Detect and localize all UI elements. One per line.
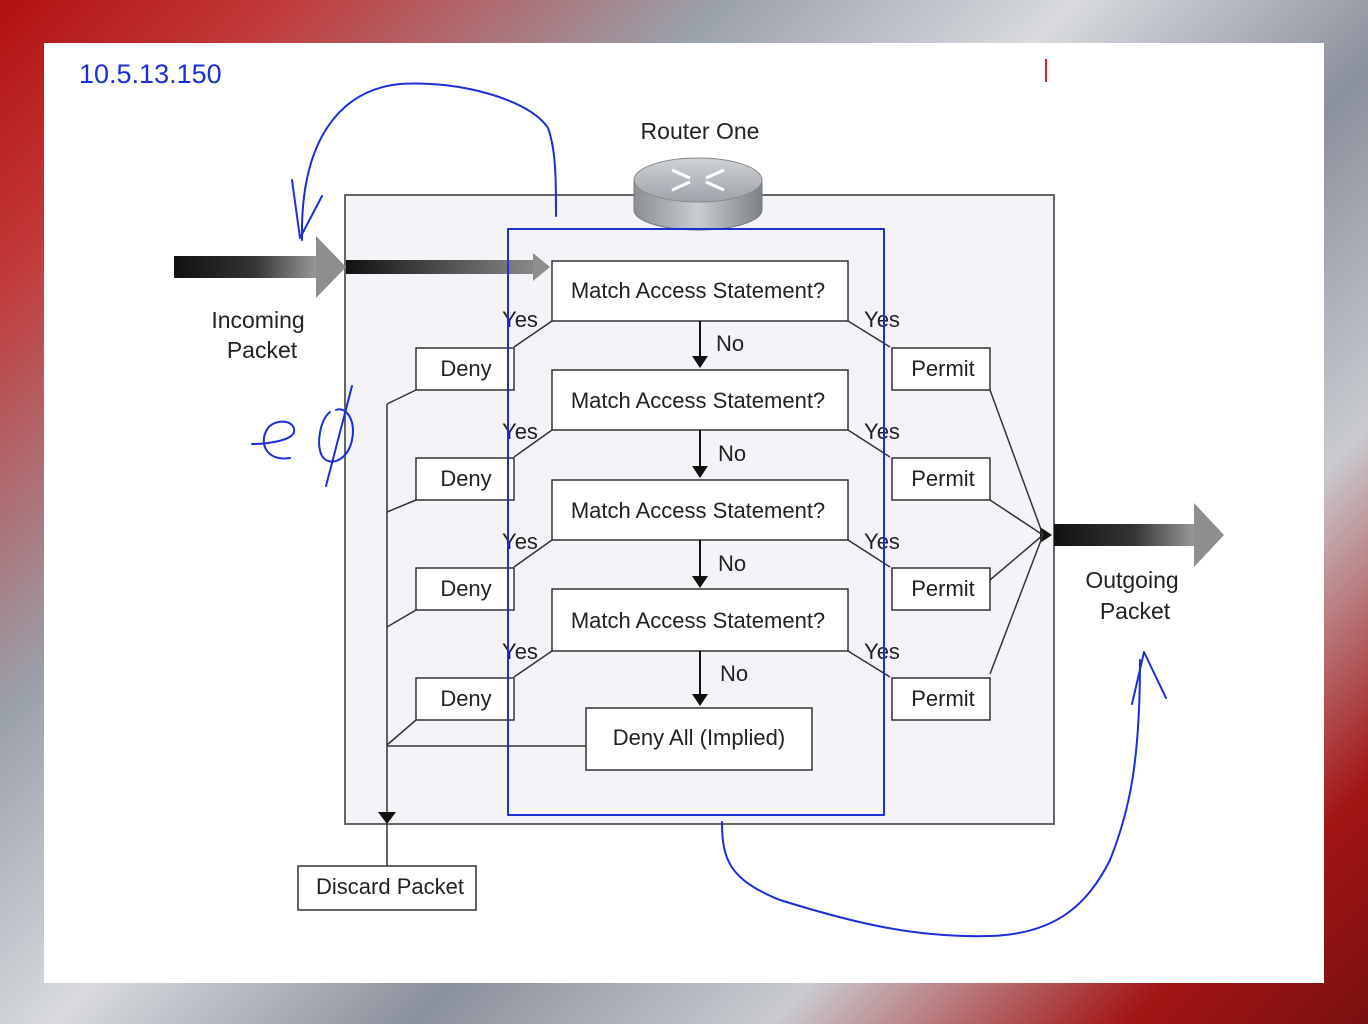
deny-label: Deny: [440, 576, 491, 601]
yes-right-label: Yes: [864, 639, 900, 664]
discard-arrowhead: [378, 812, 396, 824]
yes-right-label: Yes: [864, 419, 900, 444]
deny-box: [415, 457, 515, 501]
router-icon: [633, 157, 763, 231]
no-label: No: [720, 661, 748, 686]
deny-all-label: Deny All (Implied): [613, 725, 785, 750]
permit-box: [891, 567, 991, 611]
deny-box: [415, 347, 515, 391]
permit-box: [891, 677, 991, 721]
statement-block-2: Match Access Statement? Yes Yes No Deny …: [415, 369, 991, 501]
ink-arrowhead-top: [291, 179, 323, 239]
incoming-label-line2: Packet: [227, 337, 298, 363]
discard-packet-box: [297, 865, 477, 911]
ip-address-label: 10.5.13.150: [79, 59, 222, 89]
ink-curve-arrow-top: [300, 82, 557, 241]
statement-block-1: Match Access Statement? Yes Yes No Deny …: [415, 260, 991, 391]
router-label: Router One: [641, 118, 760, 144]
deny-label: Deny: [440, 686, 491, 711]
yes-right-label: Yes: [864, 307, 900, 332]
ink-scribble-e0: [251, 420, 296, 460]
outgoing-arrow: [1040, 503, 1224, 567]
ink-highlight-box: [507, 228, 885, 816]
deny-box: [415, 677, 515, 721]
ink-curve-arrow-bottom: [721, 659, 1141, 938]
deny-all-box: [585, 707, 813, 771]
match-statement-text: Match Access Statement?: [571, 498, 825, 523]
discard-packet-label: Discard Packet: [316, 874, 464, 899]
match-statement-box: [551, 369, 849, 431]
outgoing-label-line1: Outgoing: [1085, 567, 1178, 593]
incoming-arrow: [174, 236, 550, 298]
match-statement-text: Match Access Statement?: [571, 388, 825, 413]
deny-label: Deny: [440, 356, 491, 381]
deny-collector-lines: [386, 389, 586, 866]
no-label: No: [716, 331, 744, 356]
no-label: No: [718, 441, 746, 466]
ink-scribble-zero: [318, 385, 354, 487]
incoming-label-line1: Incoming: [211, 307, 304, 333]
ink-arrowhead-bottom: [1131, 651, 1167, 705]
permit-label: Permit: [911, 356, 975, 381]
no-label: No: [718, 551, 746, 576]
permit-collector-lines: [989, 389, 1044, 675]
permit-box: [891, 347, 991, 391]
match-statement-box: [551, 260, 849, 322]
deny-box: [415, 567, 515, 611]
ink-annotations: [251, 82, 1167, 938]
permit-box: [891, 457, 991, 501]
permit-label: Permit: [911, 686, 975, 711]
deny-label: Deny: [440, 466, 491, 491]
statement-block-4: Match Access Statement? Yes Yes No Deny …: [415, 588, 991, 721]
statement-block-3: Match Access Statement? Yes Yes No Deny …: [415, 479, 991, 611]
match-statement-box: [551, 588, 849, 652]
outgoing-label-line2: Packet: [1100, 598, 1171, 624]
permit-label: Permit: [911, 576, 975, 601]
permit-label: Permit: [911, 466, 975, 491]
match-statement-text: Match Access Statement?: [571, 608, 825, 633]
match-statement-text: Match Access Statement?: [571, 278, 825, 303]
yes-right-label: Yes: [864, 529, 900, 554]
